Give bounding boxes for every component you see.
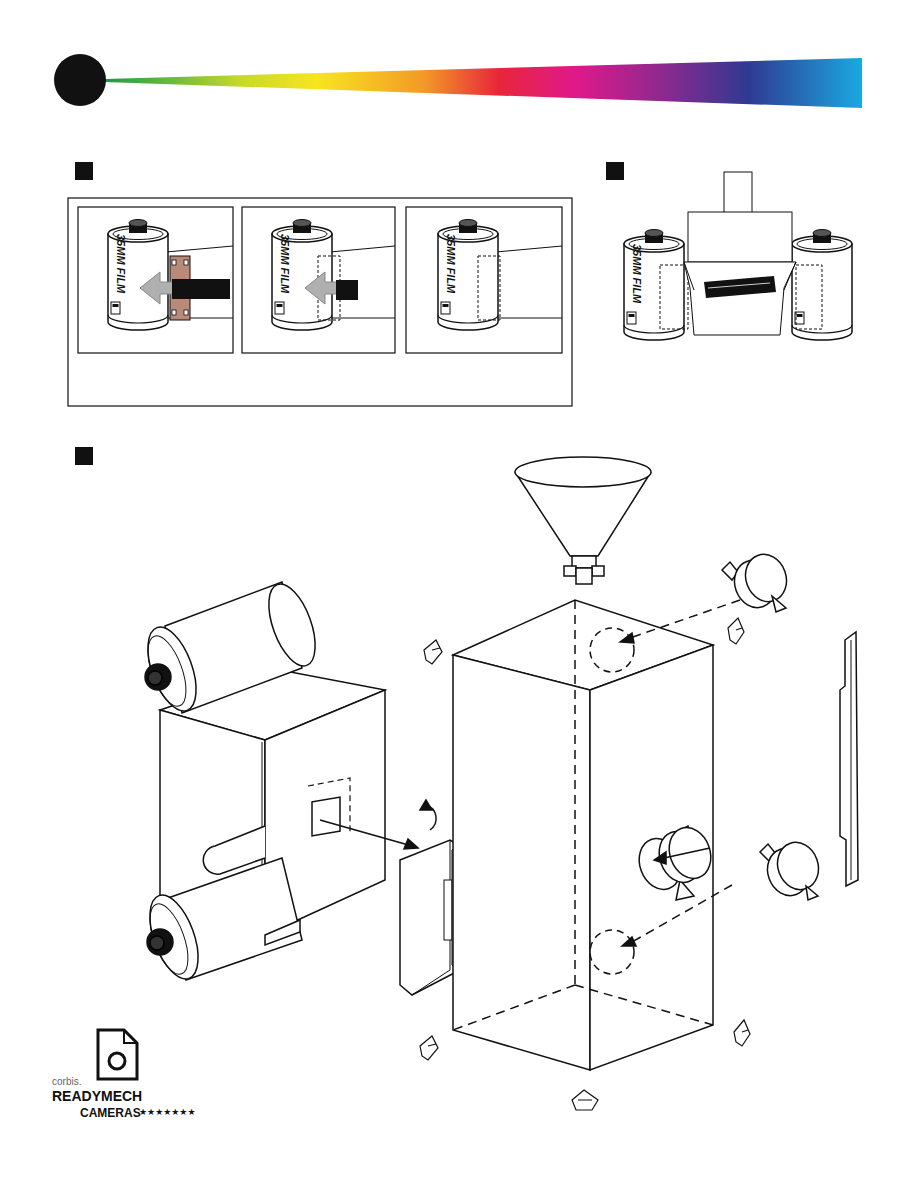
brand-name: corbis. bbox=[52, 1077, 81, 1087]
corner-tabs-part bbox=[424, 640, 442, 664]
panel-a-part bbox=[68, 198, 572, 406]
film-loaded-part bbox=[660, 265, 688, 329]
film-loaded-part bbox=[688, 212, 792, 262]
step-squares-part bbox=[75, 162, 93, 180]
film-roll-top-part bbox=[145, 664, 171, 690]
corner-tabs-part bbox=[734, 1020, 750, 1046]
side-strip-part bbox=[840, 632, 858, 886]
header-part bbox=[54, 54, 106, 106]
film-loaded-part bbox=[684, 262, 796, 290]
camera-back-part bbox=[404, 839, 418, 849]
lens-rings bbox=[632, 549, 825, 902]
camera-body-part bbox=[590, 930, 634, 974]
film-label: 35MM FILM bbox=[631, 244, 642, 303]
lens-cone-part bbox=[576, 568, 592, 584]
rating-stars: ★★★★★★★ bbox=[139, 1108, 195, 1117]
camera-body-part bbox=[630, 600, 740, 638]
logo-icon-part bbox=[109, 1053, 125, 1069]
film-step-3 bbox=[438, 220, 562, 331]
lens-cone-part bbox=[515, 457, 651, 487]
film-loaded-part bbox=[624, 230, 684, 341]
film-step-1 bbox=[108, 220, 233, 331]
film-step-3-part bbox=[496, 246, 562, 318]
camera-body-part bbox=[622, 937, 636, 946]
lens-rings-part bbox=[739, 549, 793, 608]
film-step-3-part bbox=[478, 256, 500, 320]
lens-rings-part bbox=[664, 848, 710, 858]
film-step-1-part-part bbox=[184, 260, 188, 265]
camera-body-part bbox=[453, 600, 713, 1030]
film-label: 35MM FILM bbox=[115, 234, 126, 293]
film-roll-top-part bbox=[148, 671, 162, 685]
shutter-parts-part bbox=[420, 800, 432, 810]
panel-a-part bbox=[406, 207, 562, 353]
panel-a bbox=[68, 198, 572, 406]
panel-a-part bbox=[78, 207, 233, 353]
camera-body-part bbox=[453, 655, 590, 1070]
corner-tabs-part bbox=[728, 618, 744, 644]
lens-cone-part bbox=[564, 566, 576, 576]
logo-icon bbox=[98, 1030, 137, 1079]
film-label: 35MM FILM bbox=[445, 234, 456, 293]
shutter-parts-part bbox=[400, 840, 460, 995]
lens-cone bbox=[515, 457, 651, 584]
header-part bbox=[105, 58, 862, 108]
film-roll-bottom-part bbox=[265, 920, 300, 945]
camera-back-part bbox=[320, 820, 412, 846]
shutter-parts-part bbox=[444, 880, 452, 940]
corner-tabs-part bbox=[420, 1036, 438, 1060]
film-roll-top bbox=[138, 578, 324, 717]
logo-icon-part bbox=[98, 1030, 137, 1079]
lens-rings-part bbox=[772, 596, 786, 612]
logo-icon-part bbox=[124, 1030, 137, 1043]
film-step-1-part-part bbox=[172, 310, 176, 315]
film-roll-top-part bbox=[138, 621, 206, 717]
corner-tabs bbox=[420, 618, 750, 1110]
step-squares-part bbox=[75, 447, 93, 465]
side-strip-part bbox=[851, 640, 852, 880]
film-loaded-part bbox=[708, 283, 770, 288]
product-name: READYMECH bbox=[52, 1089, 142, 1103]
film-roll-bottom-part bbox=[150, 936, 164, 950]
camera-back-part bbox=[312, 797, 340, 836]
lens-cone-part bbox=[592, 566, 604, 576]
film-roll-bottom-part bbox=[140, 889, 208, 985]
film-loaded-part bbox=[792, 230, 852, 341]
film-roll-top-part bbox=[140, 631, 194, 711]
film-step-2-part bbox=[336, 280, 358, 300]
film-loaded-part bbox=[796, 265, 822, 329]
film-loaded-part bbox=[724, 172, 752, 214]
corner-tabs-part bbox=[572, 1090, 598, 1110]
film-roll-bottom-part bbox=[142, 899, 196, 979]
lens-rings-part bbox=[806, 886, 818, 900]
step-squares bbox=[75, 162, 624, 465]
product-line: CAMERAS bbox=[80, 1107, 141, 1119]
film-label: 35MM FILM bbox=[279, 234, 290, 293]
film-roll-bottom bbox=[140, 858, 302, 985]
camera-back-part bbox=[308, 778, 350, 834]
film-loaded-part bbox=[684, 262, 796, 335]
film-step-1-part-part bbox=[172, 260, 176, 265]
film-step-2 bbox=[272, 220, 395, 331]
camera-body bbox=[453, 600, 740, 1070]
lens-rings-part bbox=[771, 837, 825, 896]
film-loaded bbox=[624, 172, 852, 340]
header bbox=[54, 54, 862, 108]
film-step-1-part-part bbox=[184, 310, 188, 315]
lens-rings-part bbox=[662, 822, 717, 885]
film-loaded-part bbox=[704, 276, 776, 298]
step-squares-part bbox=[606, 162, 624, 180]
lens-rings-part bbox=[654, 852, 666, 864]
film-step-1-part bbox=[172, 279, 230, 299]
panel-a-part bbox=[242, 207, 395, 353]
film-roll-top-part bbox=[259, 578, 324, 672]
film-step-3-part bbox=[438, 220, 498, 331]
side-strip bbox=[840, 632, 858, 886]
camera-body-part bbox=[620, 633, 634, 643]
film-roll-bottom-part bbox=[147, 929, 173, 955]
camera-body-part bbox=[590, 628, 634, 672]
